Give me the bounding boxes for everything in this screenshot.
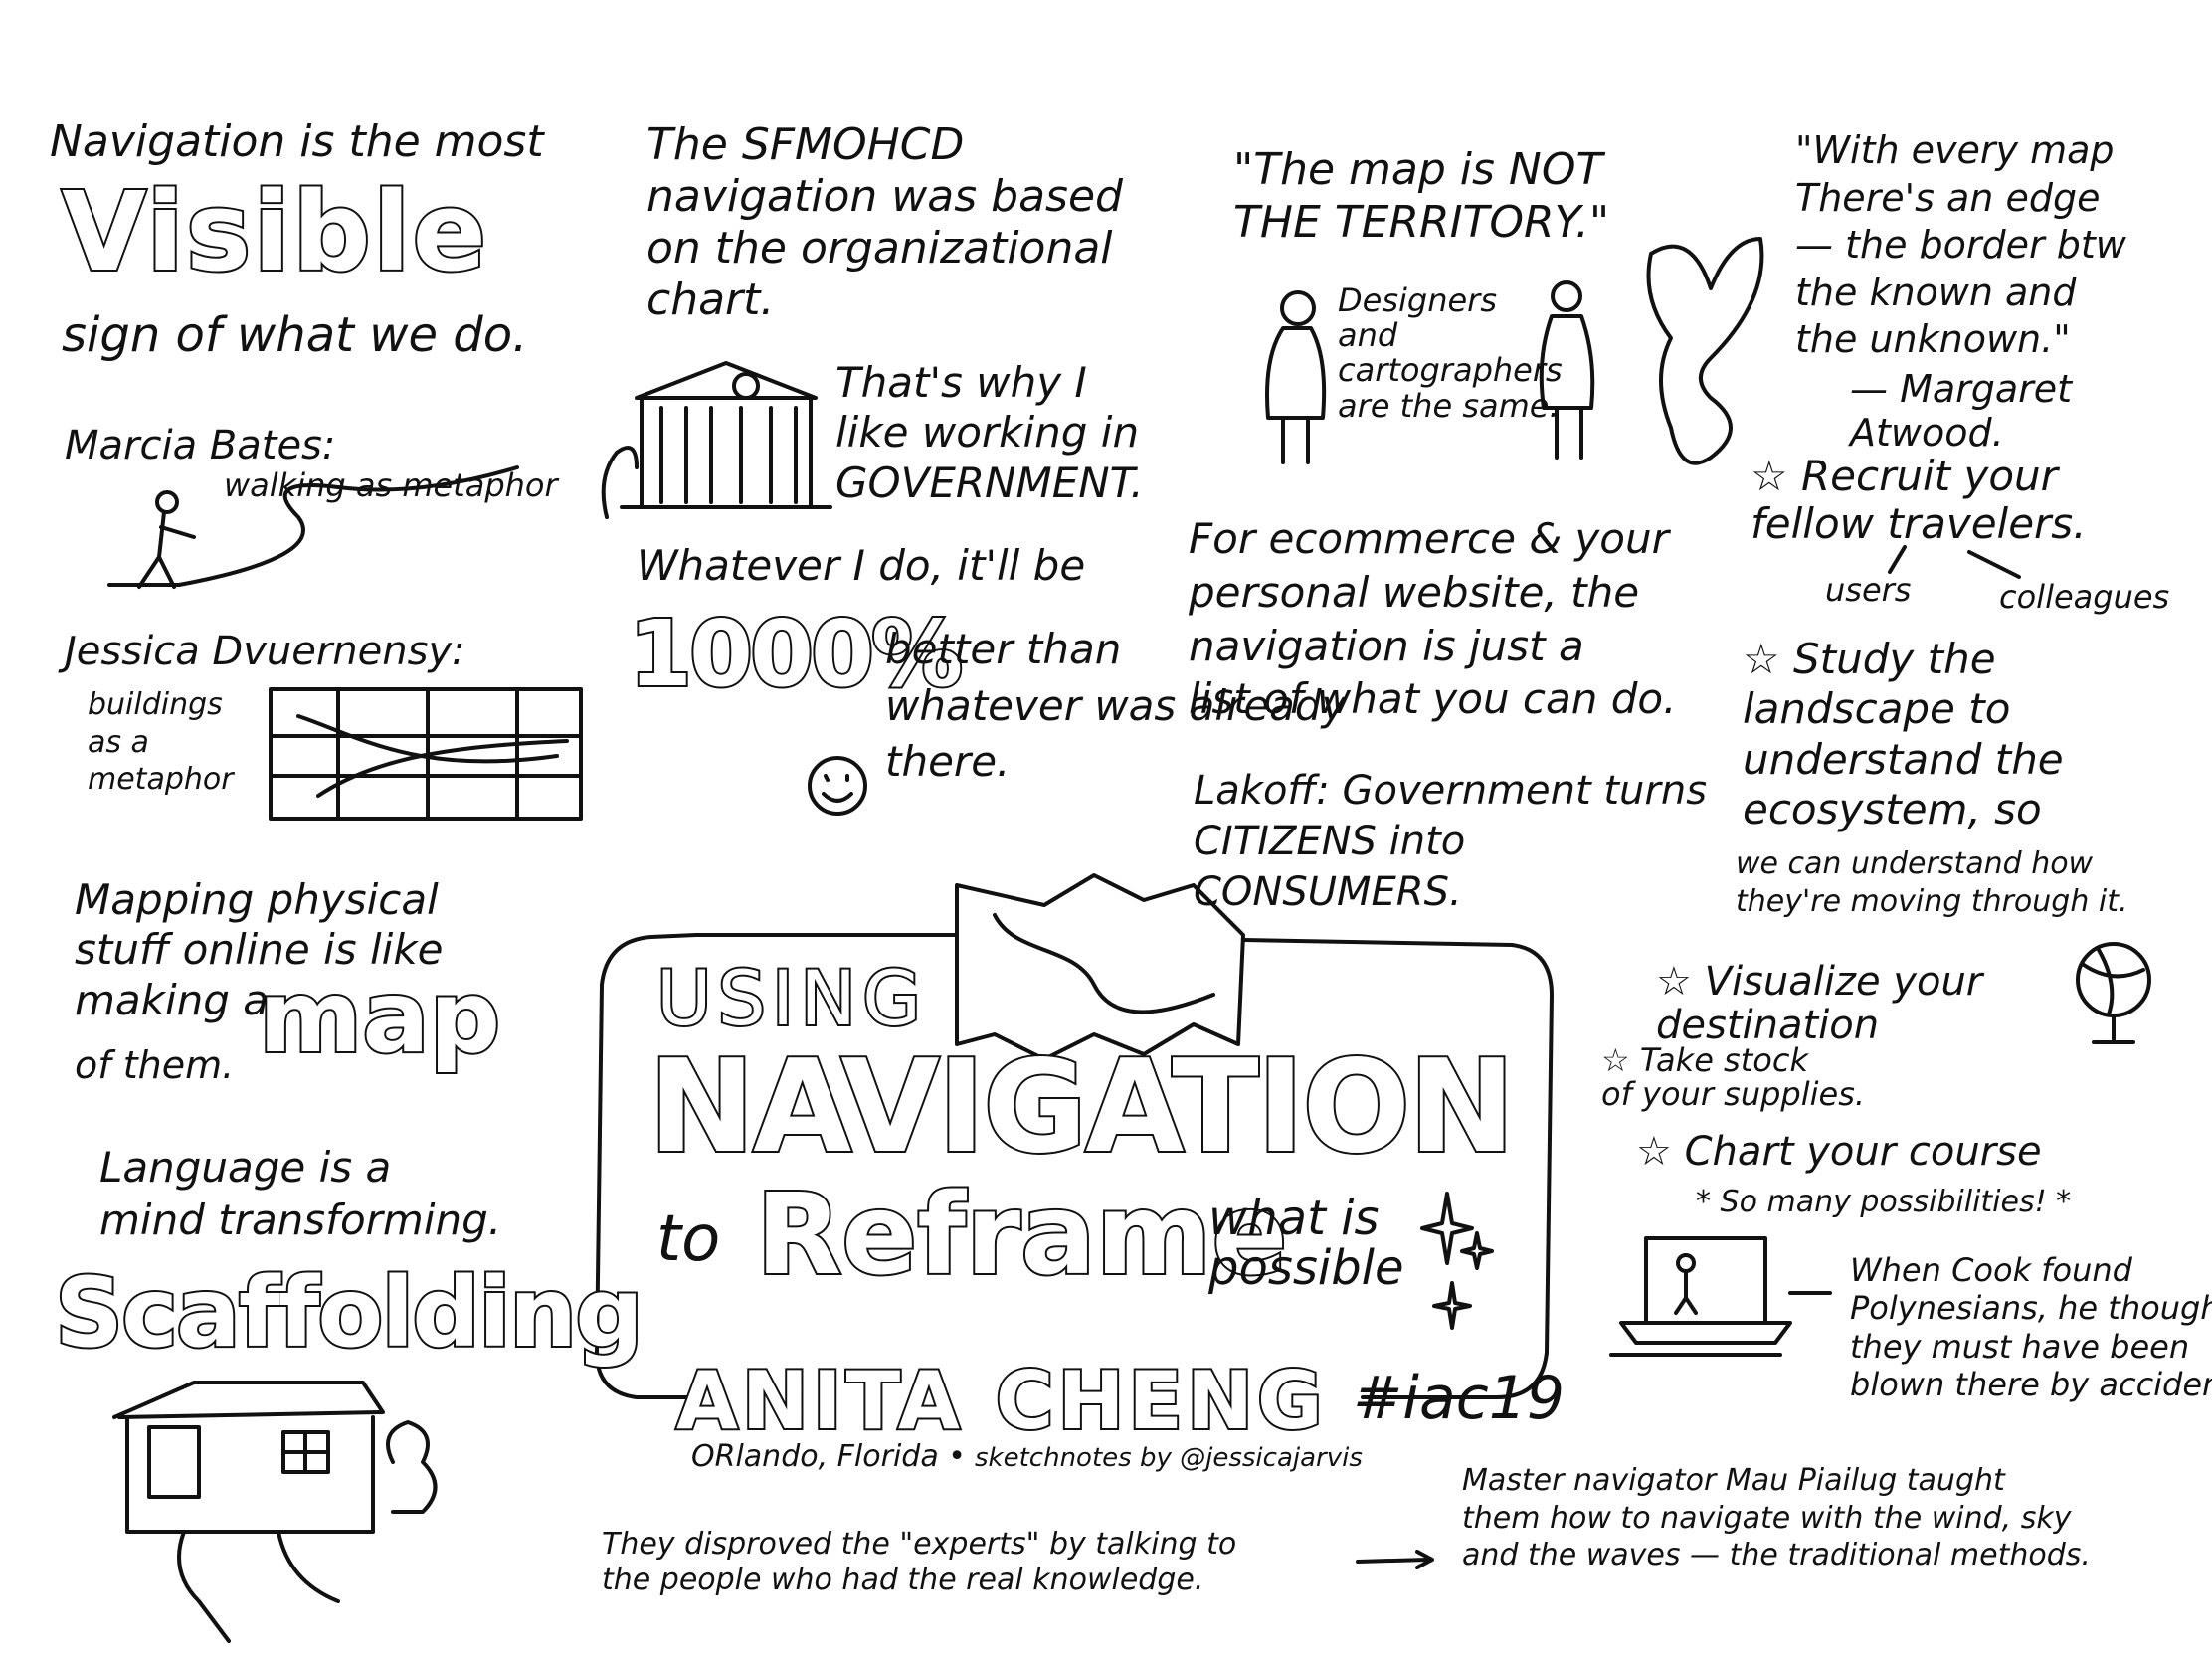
title-using: USING (654, 953, 928, 1044)
bates-note: walking as metaphor (224, 466, 558, 504)
title-reframe: Reframe (754, 1170, 1289, 1302)
language-text: Language is a mind transforming. (99, 1143, 502, 1244)
sketchnote-credit: sketchnotes by @jessicajarvis (975, 1443, 1363, 1473)
visualize-text: ☆ Visualize your destination (1656, 959, 1983, 1048)
folded-map-drawing (955, 873, 1245, 1061)
atwood-quote: "With every map There's an edge — the bo… (1795, 128, 2126, 361)
sparkles-drawing (1420, 1192, 1494, 1330)
territory-shape-drawing (1646, 237, 1764, 465)
possibilities-text: * So many possibilities! * (1696, 1185, 2072, 1219)
hashtag: #iac19 (1353, 1364, 1566, 1433)
navigation-outro: sign of what we do. (62, 307, 528, 363)
government-note: That's why I like working in GOVERNMENT. (835, 358, 1144, 507)
mapping-text: Mapping physical stuff online is like ma… (75, 875, 444, 1024)
visible-word: Visible (60, 167, 489, 296)
sfmohcd-text: The SFMOHCD navigation was based on the … (646, 119, 1123, 325)
whatever-text: Whatever I do, it'll be (637, 541, 1086, 590)
title-frame (595, 933, 1554, 1399)
title-what-is-possible: what is possible (1208, 1191, 1404, 1297)
map-word: map (257, 958, 502, 1076)
study-tail: we can understand how they're moving thr… (1736, 846, 2128, 919)
cartographer-figure-drawing (1539, 280, 1595, 460)
recruit-branch-lines (1888, 545, 2021, 579)
atwood-author: — Margaret Atwood. (1850, 367, 2073, 455)
lakoff-text: Lakoff: Government turns CITIZENS into C… (1194, 768, 1708, 916)
recruit-colleagues: colleagues (1999, 578, 2170, 616)
mapping-suffix: of them. (75, 1043, 235, 1087)
walking-figure-drawing (107, 465, 519, 589)
map-territory-quote: "The map is NOT THE TERRITORY." (1233, 144, 1610, 248)
take-stock-text: ☆ Take stock of your supplies. (1601, 1041, 1866, 1113)
government-building-drawing (601, 361, 832, 519)
location: ORlando, Florida • (691, 1439, 966, 1474)
ecommerce-text: For ecommerce & your personal website, t… (1189, 514, 1677, 724)
bates-name: Marcia Bates: (65, 423, 336, 468)
building-diagram-drawing (269, 687, 583, 821)
title-navigation: NAVIGATION (646, 1032, 1517, 1183)
navigation-intro: Navigation is the most (50, 116, 544, 167)
designers-text: Designers and cartographers are the same… (1338, 281, 1563, 425)
better-than-text: better than whatever was already there. (885, 625, 1347, 787)
dubberly-name: Jessica Dvuernensy: (65, 629, 465, 674)
smiley-face-drawing (808, 756, 867, 816)
recruit-text: ☆ Recruit your fellow travelers. (1751, 452, 2087, 549)
dubberly-note: buildings as a metaphor (88, 687, 234, 797)
speaker-name: ANITA CHENG (674, 1354, 1327, 1449)
recruit-users: users (1825, 571, 1912, 609)
laptop-drawing (1609, 1236, 1832, 1357)
house-scaffolding-drawing (112, 1381, 438, 1643)
title-to: to (656, 1202, 721, 1276)
scaffolding-word: Scaffolding (53, 1256, 645, 1371)
designer-figure-drawing (1265, 290, 1327, 464)
experts-arrow (1356, 1550, 1434, 1569)
study-text: ☆ Study the landscape to understand the … (1743, 635, 2064, 834)
piailug-text: Master navigator Mau Piailug taught them… (1462, 1463, 2091, 1572)
chart-course-text: ☆ Chart your course (1636, 1129, 2042, 1175)
globe-drawing (2076, 942, 2151, 1044)
cook-text: When Cook found Polynesians, he thought … (1850, 1251, 2212, 1404)
experts-text: They disproved the "experts" by talking … (602, 1527, 1237, 1597)
percent-word: 1000% (627, 600, 965, 709)
